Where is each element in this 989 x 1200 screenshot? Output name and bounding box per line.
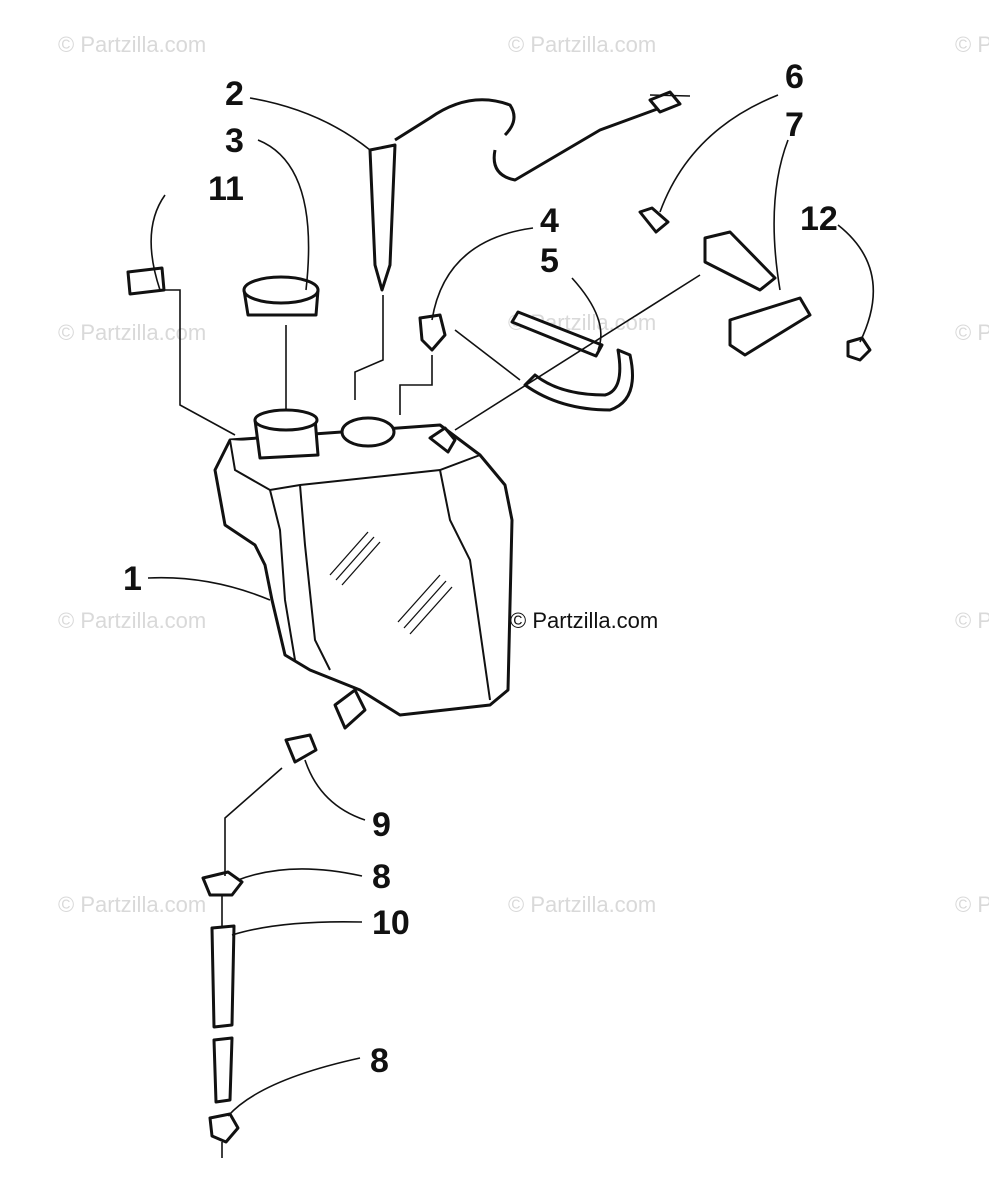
oil-tank (213, 408, 514, 730)
callout-6: 6 (785, 58, 804, 96)
callout-12: 12 (800, 200, 838, 238)
callout-8-lower: 8 (370, 1042, 389, 1080)
callout-2: 2 (225, 75, 244, 113)
watermark: © Partzilla.com (955, 892, 989, 917)
watermark-primary: © Partzilla.com (510, 608, 658, 633)
mounting-bracket (703, 230, 812, 357)
watermark: © Partzilla.com (955, 608, 989, 633)
watermark: © Partzilla.com (508, 32, 656, 57)
watermark: © Partzilla.com (58, 608, 206, 633)
callout-3: 3 (225, 122, 244, 160)
watermark: © Partzilla.com (955, 320, 989, 345)
callout-labels: 1 2 3 4 5 6 7 8 8 9 10 11 12 (123, 58, 838, 1080)
outlet-fitting (284, 733, 318, 764)
callout-11: 11 (208, 170, 244, 208)
callout-4: 4 (540, 202, 559, 240)
vent-hose (523, 348, 634, 412)
hex-nut (846, 336, 872, 362)
tee-fitting (418, 313, 447, 352)
callout-5: 5 (540, 242, 559, 280)
hose-clamp-upper (201, 870, 244, 897)
oil-line (210, 924, 236, 1104)
tank-shading (329, 531, 453, 635)
screw (638, 206, 670, 234)
leader-lines (147, 94, 874, 1158)
callout-1: 1 (123, 560, 142, 598)
watermark: © Partzilla.com (955, 32, 989, 57)
callout-10: 10 (372, 904, 410, 942)
tank-cap (242, 275, 320, 317)
watermark: © Partzilla.com (58, 892, 206, 917)
hose-clamp-lower (208, 1112, 240, 1144)
watermark: © Partzilla.com (508, 892, 656, 917)
watermark: © Partzilla.com (58, 32, 206, 57)
watermark: © Partzilla.com (58, 320, 206, 345)
vent-tube (510, 310, 604, 358)
callout-7: 7 (785, 106, 804, 144)
level-sender (368, 90, 682, 292)
callout-8-upper: 8 (372, 858, 391, 896)
callout-9: 9 (372, 806, 391, 844)
decal (126, 266, 166, 296)
